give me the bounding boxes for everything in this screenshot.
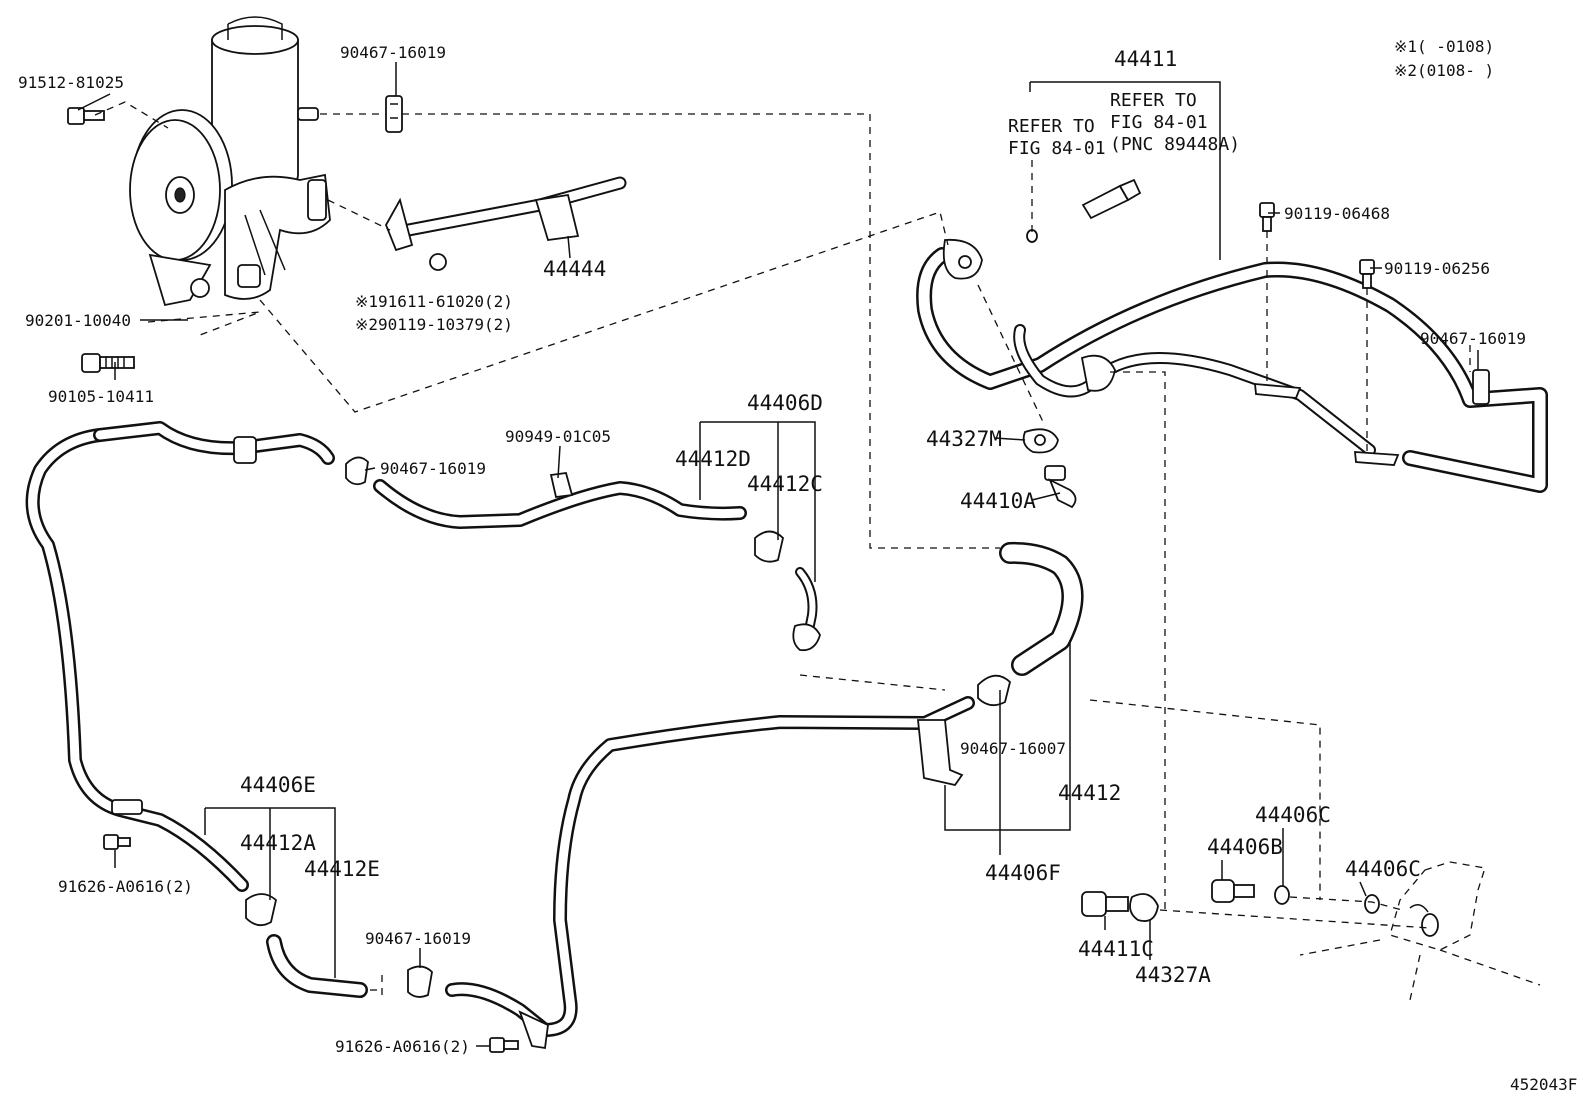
bolt-90119-06468-icon xyxy=(1259,202,1275,232)
gasket-44406C-b-icon xyxy=(1364,894,1380,914)
union-bolt-44406B-icon xyxy=(1211,879,1255,903)
label-44411[interactable]: 44411 xyxy=(1114,47,1177,71)
label-44406C-a[interactable]: 44406C xyxy=(1255,803,1331,827)
label-refer-b3: (PNC 89448A) xyxy=(1110,134,1240,155)
clip-44412A-icon xyxy=(245,893,277,927)
gasket-44327A-icon xyxy=(1129,893,1159,922)
label-91611-61020[interactable]: ※191611-61020(2) xyxy=(355,292,513,311)
clip-top-icon xyxy=(385,95,403,133)
gasket-44327M-icon xyxy=(1022,428,1059,454)
gear-housing-outline xyxy=(1299,861,1541,1001)
label-refer-b1: REFER TO xyxy=(1110,90,1197,111)
bolt-91626-b-icon xyxy=(489,1037,519,1053)
pipe-44406D-icon xyxy=(792,567,821,652)
clip-mid-icon xyxy=(345,456,369,486)
label-91626-A0616-a[interactable]: 91626-A0616(2) xyxy=(58,877,193,896)
label-90467-16007[interactable]: 90467-16007 xyxy=(960,739,1066,758)
union-bolt-44411C-icon xyxy=(1081,891,1129,917)
label-refer-a1: REFER TO xyxy=(1008,116,1095,137)
bolt-90105-10411-icon xyxy=(81,353,135,373)
label-90119-06256[interactable]: 90119-06256 xyxy=(1384,259,1490,278)
label-refer-a2: FIG 84-01 xyxy=(1008,138,1106,159)
pipe-44406F xyxy=(445,696,975,1050)
bolt-90119-06256-icon xyxy=(1359,259,1375,289)
clip-90467-16007-icon xyxy=(977,674,1012,707)
label-44412A[interactable]: 44412A xyxy=(240,831,316,855)
label-90119-10379[interactable]: ※290119-10379(2) xyxy=(355,315,513,334)
label-91626-A0616-b[interactable]: 91626-A0616(2) xyxy=(335,1037,470,1056)
label-44412C[interactable]: 44412C xyxy=(747,472,823,496)
note-2: ※2(0108- ) xyxy=(1394,61,1494,80)
note-1: ※1( -0108) xyxy=(1394,37,1494,56)
figure-id: 452043F xyxy=(1510,1075,1577,1094)
bolt-91626-a-icon xyxy=(103,834,131,850)
label-44411C[interactable]: 44411C xyxy=(1078,937,1154,961)
hose-44412D xyxy=(373,472,747,529)
return-hose-left xyxy=(25,421,335,892)
label-44406F[interactable]: 44406F xyxy=(985,861,1061,885)
bolt-91512-81025-icon xyxy=(67,107,105,125)
label-44412E[interactable]: 44412E xyxy=(304,857,380,881)
label-90105-10411[interactable]: 90105-10411 xyxy=(48,387,154,406)
bracket-44444-icon xyxy=(385,176,627,271)
label-44327A[interactable]: 44327A xyxy=(1135,963,1211,987)
label-44406E[interactable]: 44406E xyxy=(240,773,316,797)
connection-lines xyxy=(94,101,1471,1000)
label-90467-16019-top[interactable]: 90467-16019 xyxy=(340,43,446,62)
label-90467-16019-right[interactable]: 90467-16019 xyxy=(1420,329,1526,348)
label-44412[interactable]: 44412 xyxy=(1058,781,1121,805)
label-44406B[interactable]: 44406B xyxy=(1207,835,1283,859)
label-44444[interactable]: 44444 xyxy=(543,257,606,281)
label-90467-16019-mid[interactable]: 90467-16019 xyxy=(380,459,486,478)
clip-low-icon xyxy=(407,965,433,998)
hose-44412 xyxy=(999,541,1084,676)
power-steering-pump xyxy=(129,16,331,307)
label-refer-b2: FIG 84-01 xyxy=(1110,112,1208,133)
pressure-switch-icon xyxy=(1081,178,1142,220)
label-90119-06468[interactable]: 90119-06468 xyxy=(1284,204,1390,223)
label-90467-16019-low[interactable]: 90467-16019 xyxy=(365,929,471,948)
gasket-44406C-a-icon xyxy=(1274,885,1290,905)
label-90201-10040[interactable]: 90201-10040 xyxy=(25,311,131,330)
union-bolt-44410A-icon xyxy=(1044,465,1077,509)
label-44327M[interactable]: 44327M xyxy=(926,427,1002,451)
clip-44412C-icon xyxy=(754,530,784,563)
pressure-hose-44411 xyxy=(916,238,1548,493)
label-44406C-b[interactable]: 44406C xyxy=(1345,857,1421,881)
label-44410A[interactable]: 44410A xyxy=(960,489,1036,513)
label-90949-01C05[interactable]: 90949-01C05 xyxy=(505,427,611,446)
part-labels: ※1( -0108) ※2(0108- ) 91512-81025 90467-… xyxy=(18,37,1577,1094)
label-44406D[interactable]: 44406D xyxy=(747,391,823,415)
label-44412D[interactable]: 44412D xyxy=(675,447,751,471)
label-91512-81025[interactable]: 91512-81025 xyxy=(18,73,124,92)
hose-44412E xyxy=(266,934,368,998)
leader-lines xyxy=(77,62,1479,1047)
